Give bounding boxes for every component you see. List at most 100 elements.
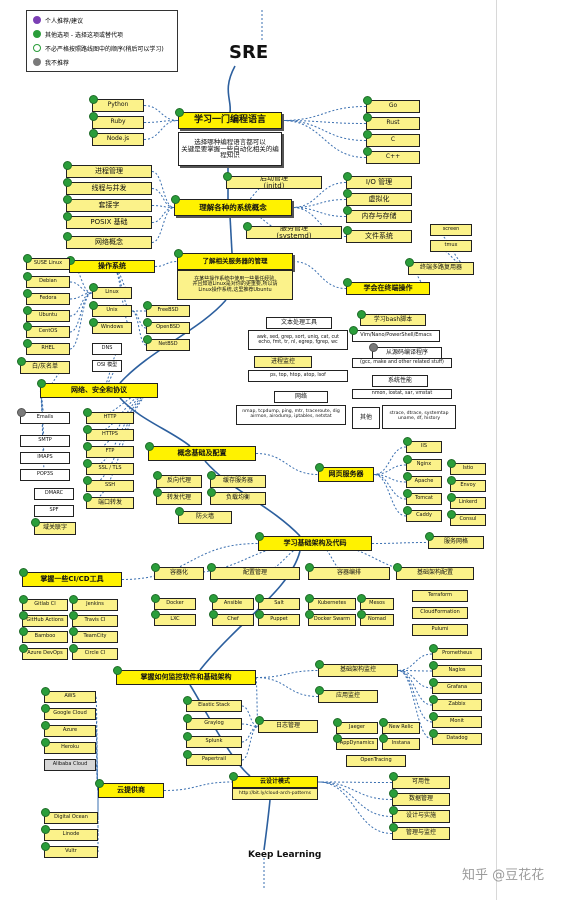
concept-forward-proxy: 转发代理 — [156, 492, 202, 505]
prov-terraform: Terraform — [412, 590, 468, 602]
concept-filesystem: 文件系统 — [346, 230, 412, 243]
concept-posix: POSIX 基础 — [66, 216, 152, 229]
green-check-icon — [153, 471, 162, 480]
ci-travis: Travis CI — [72, 615, 118, 627]
green-check-icon — [83, 425, 92, 434]
green-check-icon — [209, 594, 218, 603]
cloud-alibaba: Alibaba Cloud — [44, 759, 96, 771]
connector — [69, 281, 93, 294]
green-check-icon — [429, 695, 438, 704]
concept-startup: 启动管理(initd) — [226, 176, 322, 189]
green-check-icon — [447, 510, 456, 519]
language-title: 学习一门编程语言 — [178, 112, 282, 129]
infra-mon-title: 基础架构监控 — [318, 664, 398, 677]
gray-dot-icon — [33, 58, 41, 66]
connector — [229, 215, 233, 254]
monitoring-title: 掌握如何监控软件和基础架构 — [116, 670, 256, 685]
green-check-icon — [403, 455, 412, 464]
footer-text: Keep Learning — [248, 850, 322, 860]
concept-startup-line: 启动管理 — [260, 176, 288, 183]
green-check-icon — [389, 823, 398, 832]
language-note: 选择哪种编程语言都可以关键是要掌握一些自动化相关的编程知识 — [178, 132, 282, 166]
green-check-icon — [89, 129, 98, 138]
concept-firewall: 防火墙 — [178, 511, 232, 524]
logs-title: 日志管理 — [258, 720, 318, 733]
ws-tomcat: Tomcat — [406, 493, 442, 505]
proto-https: HTTPS — [86, 429, 134, 441]
connector — [255, 670, 319, 678]
ws-linkerd: Linkerd — [450, 497, 486, 509]
green-check-icon — [183, 750, 192, 759]
connector — [373, 474, 407, 517]
green-check-icon — [343, 189, 352, 198]
connector — [189, 684, 251, 777]
green-check-icon — [183, 732, 192, 741]
green-check-icon — [19, 611, 28, 620]
proto-domain: 域关联字 — [34, 522, 76, 535]
ws-nginx: Nginx — [406, 459, 442, 471]
concept-virtual: 虚拟化 — [346, 193, 412, 206]
green-check-icon — [83, 459, 92, 468]
ring-icon — [33, 44, 41, 52]
cfg-ansible: Ansible — [212, 598, 254, 610]
green-check-icon — [357, 610, 366, 619]
concept-reverse-proxy: 反向代理 — [156, 475, 202, 488]
proto-spf: SPF — [34, 505, 74, 517]
connector — [227, 65, 236, 113]
connector — [255, 677, 319, 697]
green-check-icon — [175, 108, 184, 117]
cloud-gcp: Google Cloud — [44, 708, 96, 720]
green-check-icon — [19, 644, 28, 653]
mon-grafana: Grafana — [432, 682, 482, 694]
green-check-icon — [403, 437, 412, 446]
mon-zabbix: Zabbix — [432, 699, 482, 711]
ci-github: GitHub Actions — [22, 615, 68, 627]
connector — [121, 543, 259, 580]
green-check-icon — [255, 594, 264, 603]
green-check-icon — [363, 96, 372, 105]
green-check-icon — [69, 644, 78, 653]
green-check-icon — [315, 686, 324, 695]
green-check-icon — [63, 161, 72, 170]
ws-istio: Istio — [450, 463, 486, 475]
green-check-icon — [305, 594, 314, 603]
connector — [143, 105, 179, 121]
distro-debian: Debian — [26, 276, 70, 288]
orch-k8s: Kubernetes — [308, 598, 356, 610]
green-check-icon — [223, 172, 232, 181]
legend-item: 个人推荐/建议 — [33, 15, 83, 25]
orch-mesos: Mesos — [360, 598, 394, 610]
connector — [291, 207, 347, 237]
green-check-icon — [447, 459, 456, 468]
green-check-icon — [429, 661, 438, 670]
green-check-icon — [23, 272, 32, 281]
cfg-chef: Chef — [212, 614, 254, 626]
connector — [317, 781, 393, 800]
connector — [151, 171, 175, 208]
concept-io: I/O 管理 — [346, 176, 412, 189]
distro-fedora: Fedora — [26, 293, 70, 305]
connector — [317, 781, 393, 817]
green-check-icon — [23, 339, 32, 348]
green-check-icon — [343, 172, 352, 181]
green-check-icon — [83, 493, 92, 502]
green-check-icon — [151, 610, 160, 619]
green-check-icon — [255, 610, 264, 619]
server-note-line: 并且知道Linux是对你的更重要,所以请 — [192, 281, 278, 288]
green-check-icon — [69, 595, 78, 604]
green-check-icon — [83, 476, 92, 485]
concept-cache: 缓存服务器 — [210, 475, 266, 488]
connector — [397, 670, 433, 723]
connector — [397, 670, 433, 689]
lang-python: Python — [92, 99, 144, 112]
proto-port-forward: 端口转发 — [86, 497, 134, 509]
language-note-line: 关键是要掌握一些自动化相关的编程知识 — [181, 144, 279, 160]
bash-title: 学习bash脚本 — [360, 314, 426, 326]
gray-dot-icon — [369, 343, 378, 352]
green-check-icon — [95, 779, 104, 788]
connector — [397, 670, 433, 740]
log-splunk: Splunk — [186, 736, 242, 748]
apm-jaeger: Jaeger — [336, 722, 378, 734]
